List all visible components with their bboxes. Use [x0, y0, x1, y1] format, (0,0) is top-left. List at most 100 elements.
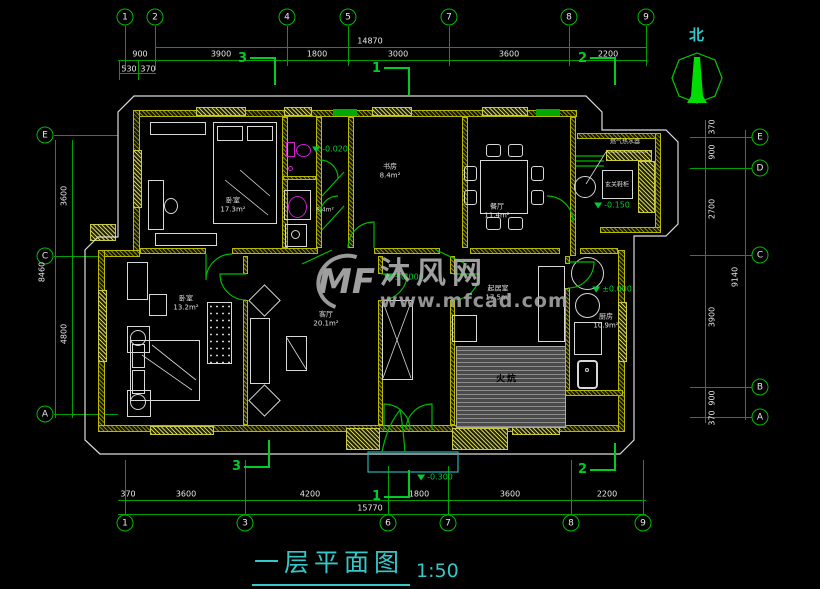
section-marker: 1 — [372, 470, 411, 504]
dim-line — [705, 120, 706, 423]
chair — [531, 166, 544, 181]
cabinet-tall — [127, 262, 148, 300]
dimension-label: 3600 — [59, 185, 69, 207]
wall-segment — [470, 248, 560, 254]
annotation: 燃气热水器 — [609, 138, 641, 146]
toilet-bowl — [296, 144, 311, 157]
roof-vent-mark — [536, 109, 560, 116]
room-area: 10.9m² — [593, 322, 619, 330]
door-arc — [205, 253, 233, 281]
dim-line — [690, 137, 752, 138]
dim-line — [690, 255, 752, 256]
entry-steps-hatch — [638, 161, 655, 213]
chair — [164, 198, 178, 214]
room-name: 起居室 — [487, 284, 509, 293]
wall-segment — [600, 227, 661, 233]
elevation-value: ±0.000 — [602, 284, 632, 294]
room-label: 客厅 20.1m² — [313, 311, 338, 330]
section-marker: 1 — [372, 62, 411, 95]
window-hatch — [150, 426, 214, 435]
elevation-triangle-icon — [594, 202, 603, 208]
desk — [149, 294, 167, 316]
elevation-triangle-icon — [592, 286, 601, 292]
section-number: 1 — [372, 489, 382, 504]
wall-segment — [140, 248, 206, 254]
room-name: 卧室 — [226, 196, 240, 205]
chair — [508, 144, 523, 157]
dimension-label: 9140 — [730, 266, 740, 288]
door-arc — [452, 273, 480, 301]
dim-line — [449, 26, 450, 66]
elevation-triangle-icon — [417, 474, 426, 480]
wall-segment — [565, 256, 570, 264]
elevation-mark: -0.020 — [312, 145, 348, 154]
dimension-label: 3900 — [210, 49, 232, 59]
entry-steps-hatch — [606, 150, 652, 161]
section-number: 2 — [578, 462, 588, 477]
grid-bubble: 9 — [637, 8, 655, 26]
room-name: 餐厅 — [490, 202, 504, 211]
elevation-value: ±0.000 — [394, 272, 424, 282]
window-hatch — [482, 107, 528, 116]
dim-line — [745, 130, 746, 420]
grid-bubble: C — [751, 246, 769, 264]
dimension-label: 8460 — [37, 261, 47, 283]
corridor-guide-line — [321, 171, 345, 197]
grid-bubble: 7 — [439, 514, 457, 532]
wall-segment — [374, 248, 440, 254]
elevation-value: -0.150 — [604, 200, 630, 210]
dimension-label: 1800 — [306, 49, 328, 59]
north-arrow-ring — [671, 52, 723, 104]
wall-segment — [462, 117, 468, 248]
room-area: 17.3m² — [220, 206, 246, 214]
dim-line — [125, 26, 126, 70]
water-heater — [574, 176, 596, 198]
window-hatch — [372, 107, 412, 116]
section-number: 3 — [238, 51, 248, 66]
wall-segment — [450, 256, 455, 274]
grid-bubble: B — [751, 378, 769, 396]
mfcad-logo: MF — [318, 258, 375, 306]
section-number: 2 — [578, 51, 588, 66]
dim-line — [245, 460, 246, 515]
north-label: 北 — [689, 26, 705, 44]
chair — [464, 190, 477, 205]
dim-line — [643, 460, 644, 515]
elevation-mark: ±0.000 — [384, 273, 424, 282]
dim-line — [571, 460, 572, 515]
grid-bubble: 6 — [379, 514, 397, 532]
dim-line — [54, 135, 118, 136]
shelf — [150, 122, 206, 135]
wall-segment — [378, 256, 383, 274]
dim-line — [448, 466, 449, 515]
armchair — [248, 384, 281, 417]
dim-line — [155, 26, 156, 70]
grid-bubble: A — [36, 405, 54, 423]
elevation-triangle-icon — [384, 274, 393, 280]
window-hatch — [618, 302, 627, 362]
wall-segment — [283, 176, 316, 180]
hall-cabinet — [382, 300, 413, 380]
pillow — [247, 126, 273, 141]
room-label: 起居室 17.5m² — [485, 285, 510, 304]
room-name: 书房 — [382, 162, 397, 171]
kang-platform — [456, 346, 566, 428]
dim-line — [119, 60, 120, 80]
dim-line — [155, 47, 646, 48]
armchair — [248, 284, 281, 317]
elevation-mark: -0.150 — [594, 201, 630, 210]
wall-segment — [348, 117, 354, 248]
wall-segment — [580, 248, 618, 254]
dim-line — [138, 60, 139, 80]
wall-segment — [232, 248, 318, 254]
wash-basin — [288, 196, 307, 218]
grid-bubble: 2 — [146, 8, 164, 26]
wall-segment — [655, 133, 661, 233]
dim-line — [55, 140, 56, 418]
grid-bubble: 8 — [560, 8, 578, 26]
room-name: 卧室 — [179, 294, 193, 303]
room-area: 11.4m² — [484, 212, 510, 220]
dimension-label: 15770 — [357, 503, 383, 513]
chair — [486, 144, 501, 157]
